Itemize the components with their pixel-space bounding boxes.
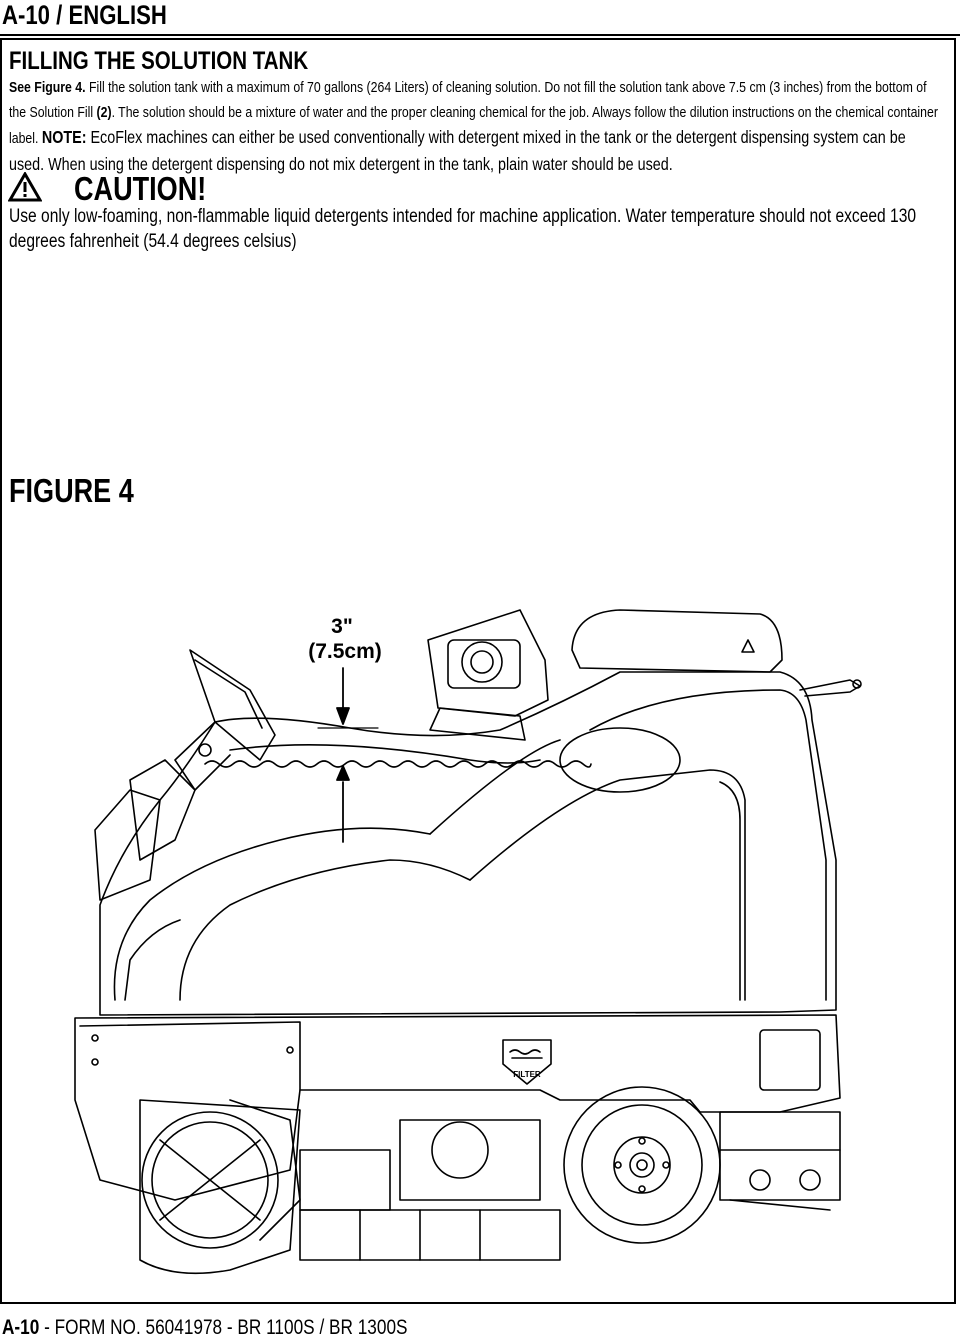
page-footer: A-10 - FORM NO. 56041978 - BR 1100S / BR… [2,1316,408,1340]
tank-body [99,671,837,1016]
dimension-arrows [317,667,379,843]
see-figure-ref: See Figure 4. [9,79,86,96]
note-text: EcoFlex machines can either be used conv… [9,127,906,174]
rear-cap [571,609,862,697]
steering-column [94,649,276,901]
headlight-pod [427,609,549,741]
caution-title: CAUTION! [74,170,207,207]
intro-line-1: Fill the solution tank with a maximum of… [9,79,927,121]
intro-paragraph: See Figure 4. Fill the solution tank wit… [9,76,944,178]
footer-page-number: A-10 [2,1316,40,1339]
footer-form-text: - FORM NO. 56041978 - BR 1100S / BR 1300… [39,1316,408,1339]
front-deck [139,1099,561,1275]
dimension-inches: 3" [331,615,353,638]
figure-label: FIGURE 4 [9,472,134,509]
caution-text: Use only low-foaming, non-flammable liqu… [9,206,917,252]
page-header: A-10 / ENGLISH [2,0,167,30]
water-level-line [204,760,592,768]
fill-ref: (2) [96,103,112,121]
squeegee-assembly [719,1111,841,1211]
section-title: FILLING THE SOLUTION TANK [9,47,309,75]
svg-text:FILTER: FILTER [513,1070,541,1079]
dimension-cm: (7.5cm) [308,640,382,663]
note-label: NOTE: [41,127,87,147]
rear-wheel [563,1086,721,1244]
intro-line-2: . The solution should be a mixture of wa… [9,103,938,148]
scrubber-machine-illustration: FILTER [74,609,862,1275]
header-rule [0,34,960,36]
warning-triangle-icon [8,172,42,202]
content-frame [0,38,956,1304]
chassis: FILTER [74,1014,841,1201]
